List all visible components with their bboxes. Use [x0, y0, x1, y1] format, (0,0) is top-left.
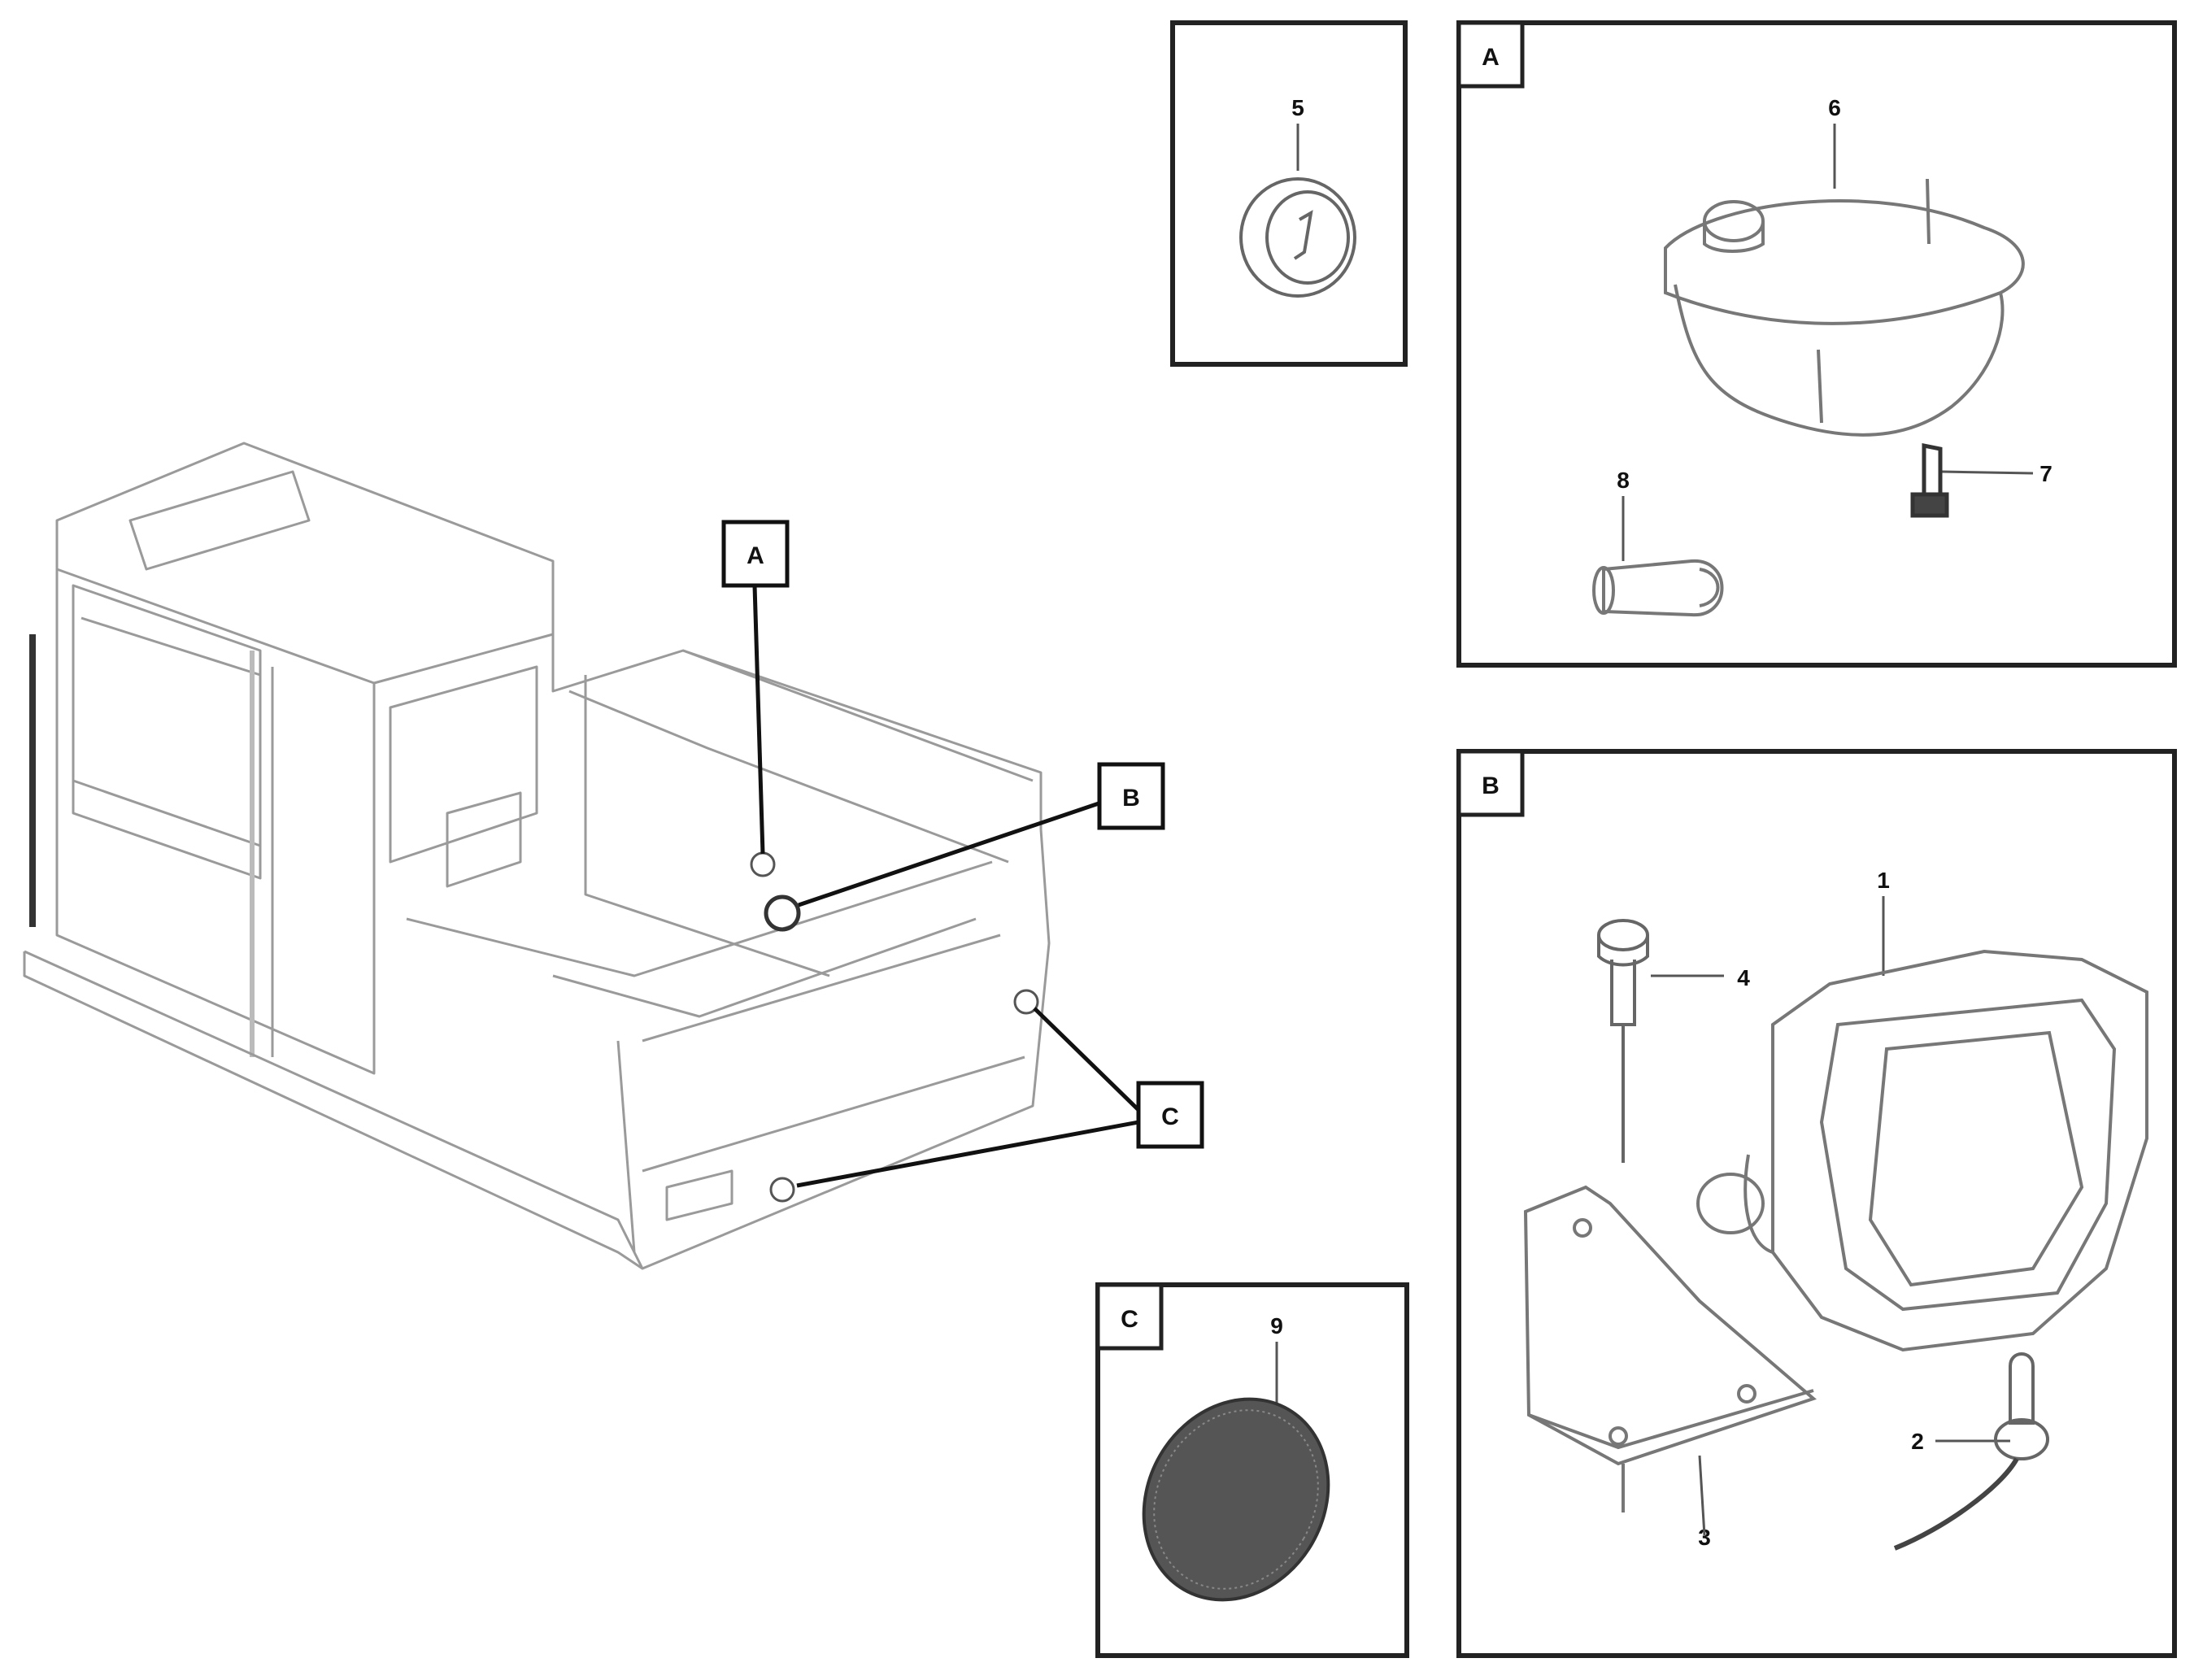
svg-text:4: 4: [1737, 965, 1750, 990]
panel-B: B 1 4 3 2: [1456, 749, 2177, 1658]
svg-text:A: A: [747, 542, 764, 569]
grommet-icon: [1239, 177, 1356, 298]
leader-lines: [752, 585, 1140, 1188]
work-light-icon: [1696, 949, 2148, 1352]
svg-text:7: 7: [2039, 461, 2053, 486]
rotating-beacon-icon: [1664, 178, 2025, 437]
svg-text:8: 8: [1617, 468, 1630, 493]
bracket-icon: [1523, 1185, 1817, 1512]
panel-A: A 6 7 8: [1456, 20, 2177, 668]
svg-text:9: 9: [1270, 1313, 1283, 1338]
svg-text:B: B: [1122, 785, 1140, 812]
svg-text:C: C: [1161, 1103, 1179, 1130]
callout-C: C: [1136, 1081, 1204, 1149]
callout-B: B: [1097, 762, 1165, 830]
panel-C: C 9: [1095, 1282, 1409, 1658]
svg-text:2: 2: [1911, 1429, 1924, 1454]
reflector-icon: [1142, 1397, 1330, 1602]
svg-text:C: C: [1121, 1306, 1138, 1333]
bolt-icon: [1910, 442, 1949, 518]
svg-text:1: 1: [1877, 868, 1890, 893]
svg-text:5: 5: [1291, 95, 1304, 120]
panel-grommet: 5: [1170, 20, 1408, 367]
callout-A: A: [721, 520, 790, 588]
svg-text:3: 3: [1698, 1525, 1711, 1550]
svg-text:6: 6: [1828, 95, 1841, 120]
screw-icon: [1597, 919, 1649, 1163]
connector-icon: [1893, 1352, 2049, 1551]
svg-text:A: A: [1482, 44, 1500, 71]
machine-illustration: [23, 442, 1051, 1270]
svg-text:B: B: [1482, 773, 1500, 799]
bulb-icon: [1592, 559, 1724, 617]
